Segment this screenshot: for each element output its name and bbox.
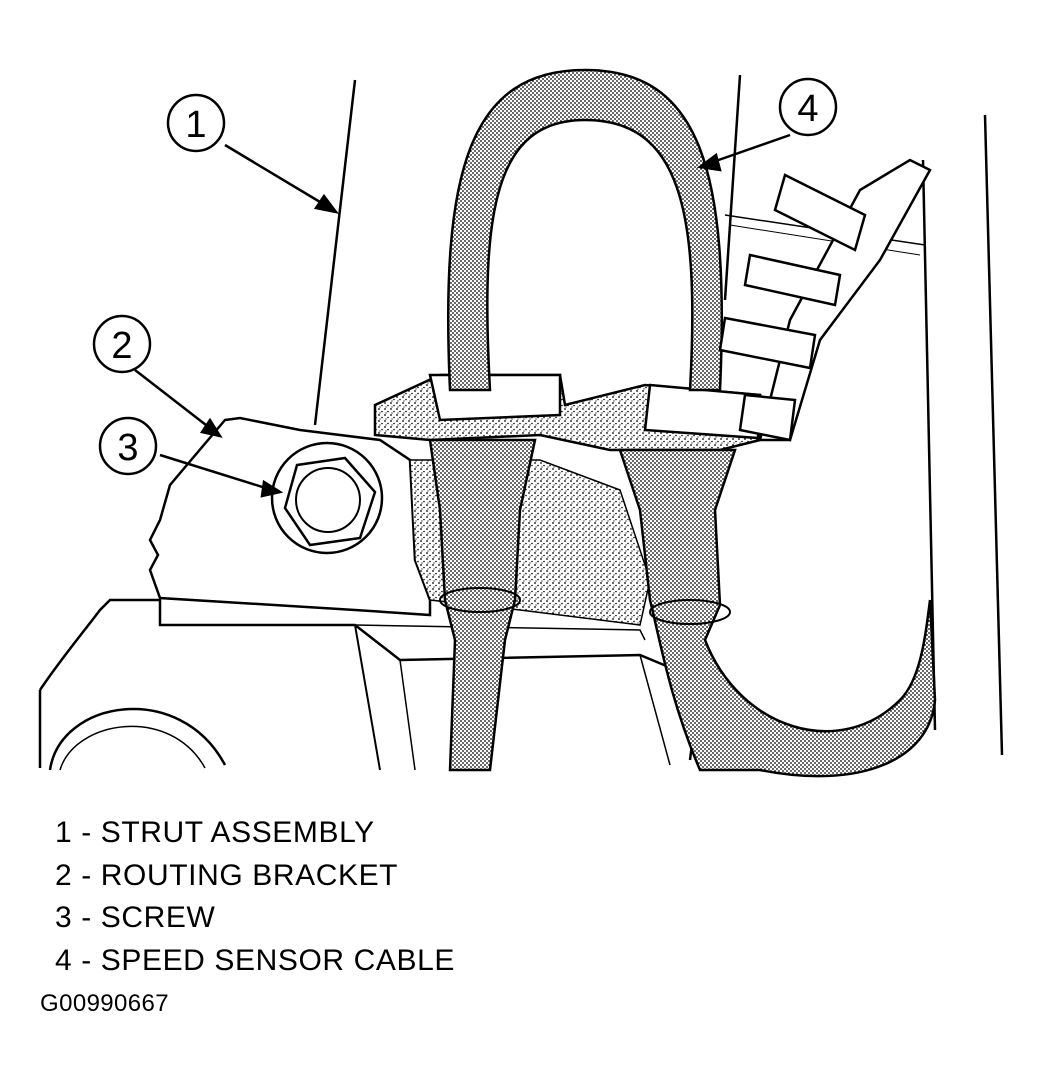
legend-item-screw: 3 - SCREW [55,901,216,934]
legend-item-strut-assembly: 1 - STRUT ASSEMBLY [55,816,375,849]
legend-item-speed-sensor-cable: 4 - SPEED SENSOR CABLE [55,943,455,977]
callout-1: 1 [166,93,226,153]
knuckle-housing [38,598,702,771]
callout-3: 3 [98,416,158,476]
brake-hose [718,158,932,442]
legend-item-routing-bracket: 2 - ROUTING BRACKET [55,858,399,892]
screw [270,441,384,555]
svg-text:3: 3 [117,427,138,469]
legend: 1 - STRUT ASSEMBLY 2 - ROUTING BRACKET 3… [55,812,455,982]
svg-text:4: 4 [797,88,818,130]
callout-2: 2 [92,314,152,374]
callout-4: 4 [778,77,838,137]
leader-lines [134,133,791,498]
svg-text:2: 2 [111,325,132,367]
speed-sensor-cable [428,68,937,778]
strut-bracket-illustration: 1 2 3 4 [38,68,1004,778]
figure-id: G00990667 [40,990,170,1017]
svg-text:1: 1 [185,104,206,146]
